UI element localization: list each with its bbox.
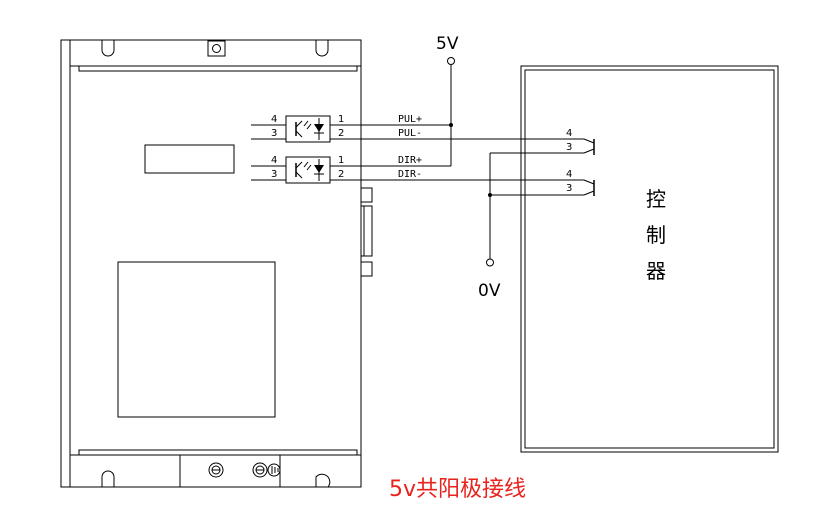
ground-0v-label: 0V (478, 281, 501, 301)
ground-symbol-icon (268, 464, 280, 476)
controller-label-char3: 器 (646, 259, 666, 283)
optocoupler-icon (296, 159, 324, 181)
transistor-icon (584, 180, 594, 196)
controller-pin3-bottom: 3 (566, 183, 572, 194)
supply-5v: 5V (436, 34, 459, 166)
controller-pin4-bottom: 4 (566, 169, 572, 180)
optocoupler-dir: 4 3 1 2 DIR+ DIR- (251, 155, 584, 183)
terminal-screw-icon (209, 463, 223, 477)
controller-label-char1: 控 (646, 187, 666, 211)
controller-label-char2: 制 (646, 223, 666, 247)
transistor-icon (584, 139, 594, 155)
optocoupler-pul: 4 3 1 2 PUL+ PUL- (251, 114, 584, 142)
signal-dir-plus: DIR+ (398, 155, 422, 166)
label-area (118, 262, 275, 417)
diagram-caption: 5v共阳极接线 (389, 477, 526, 502)
optocoupler-icon (296, 118, 324, 140)
controller-box: 4 3 4 3 控 制 器 (521, 66, 778, 452)
opto-dir-pin1: 1 (338, 155, 344, 166)
signal-pul-minus: PUL- (398, 128, 422, 139)
opto-pul-pin4: 4 (271, 114, 277, 125)
controller-pin3-top: 3 (566, 142, 572, 153)
opto-dir-pin2: 2 (338, 169, 344, 180)
supply-5v-label: 5V (436, 34, 459, 54)
driver-body (70, 40, 361, 487)
opto-dir-pin3: 3 (271, 169, 277, 180)
opto-dir-pin4: 4 (271, 155, 277, 166)
terminal-screw-icon (253, 463, 267, 477)
opto-pul-pin1: 1 (338, 114, 344, 125)
controller-pin4-top: 4 (566, 128, 572, 139)
signal-dir-minus: DIR- (398, 169, 422, 180)
driver-side-rail (61, 40, 70, 487)
signal-pul-plus: PUL+ (398, 114, 422, 125)
opto-pul-pin2: 2 (338, 128, 344, 139)
driver-housing (61, 40, 372, 487)
opto-pul-pin3: 3 (271, 128, 277, 139)
display-window (145, 145, 234, 173)
